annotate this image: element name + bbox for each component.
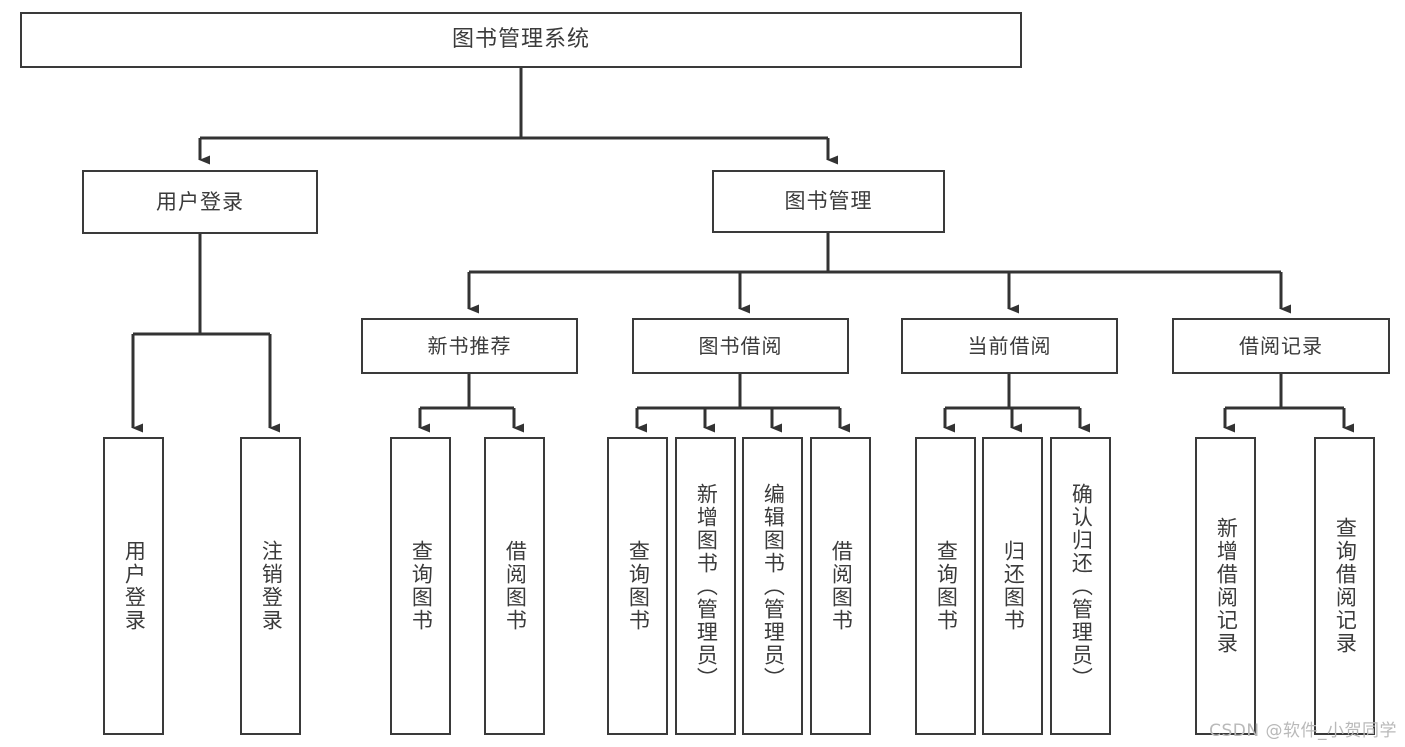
node-leaf-user-login[interactable]: 用户登录 [103,437,164,735]
node-book-manage-label: 图书管理 [784,189,873,214]
node-leaf-add-book[interactable]: 新增图书（管理员） [675,437,736,735]
node-borrow-record[interactable]: 借阅记录 [1172,318,1390,374]
node-leaf-confirm-return[interactable]: 确认归还（管理员） [1050,437,1111,735]
watermark-text: CSDN @软件_小贺同学 [1209,721,1397,741]
node-leaf-query-book-2[interactable]: 查询图书 [607,437,668,735]
node-leaf-logout[interactable]: 注销登录 [240,437,301,735]
node-book-borrow[interactable]: 图书借阅 [632,318,849,374]
node-leaf-add-record-label: 新增借阅记录 [1214,517,1239,655]
node-user-login[interactable]: 用户登录 [82,170,318,234]
node-new-book-recommend[interactable]: 新书推荐 [361,318,578,374]
node-leaf-return-book[interactable]: 归还图书 [982,437,1043,735]
node-leaf-query-book-1-label: 查询图书 [409,540,434,632]
node-leaf-edit-book[interactable]: 编辑图书（管理员） [742,437,803,735]
node-leaf-borrow-book-1-label: 借阅图书 [503,540,528,632]
node-leaf-query-book-3[interactable]: 查询图书 [915,437,976,735]
node-leaf-query-book-2-label: 查询图书 [626,540,651,632]
node-book-borrow-label: 图书借阅 [698,333,783,358]
node-leaf-query-record-label: 查询借阅记录 [1333,517,1358,655]
node-new-book-recommend-label: 新书推荐 [427,333,512,358]
node-leaf-query-book-1[interactable]: 查询图书 [390,437,451,735]
node-root-label: 图书管理系统 [451,27,590,53]
node-leaf-confirm-return-label: 确认归还（管理员） [1069,482,1094,690]
node-root[interactable]: 图书管理系统 [20,12,1022,68]
node-leaf-return-book-label: 归还图书 [1001,540,1026,632]
node-current-borrow[interactable]: 当前借阅 [901,318,1118,374]
node-leaf-logout-label: 注销登录 [259,540,284,632]
node-user-login-label: 用户登录 [156,189,244,214]
node-borrow-record-label: 借阅记录 [1239,333,1323,358]
node-leaf-query-record[interactable]: 查询借阅记录 [1314,437,1375,735]
node-book-manage[interactable]: 图书管理 [712,170,945,233]
node-leaf-edit-book-label: 编辑图书（管理员） [761,482,786,690]
node-leaf-user-login-label: 用户登录 [122,540,147,632]
node-leaf-borrow-book-2[interactable]: 借阅图书 [810,437,871,735]
node-leaf-add-book-label: 新增图书（管理员） [694,482,719,690]
node-leaf-borrow-book-1[interactable]: 借阅图书 [484,437,545,735]
node-leaf-query-book-3-label: 查询图书 [934,540,959,632]
node-leaf-add-record[interactable]: 新增借阅记录 [1195,437,1256,735]
node-current-borrow-label: 当前借阅 [967,333,1052,358]
node-leaf-borrow-book-2-label: 借阅图书 [829,540,854,632]
